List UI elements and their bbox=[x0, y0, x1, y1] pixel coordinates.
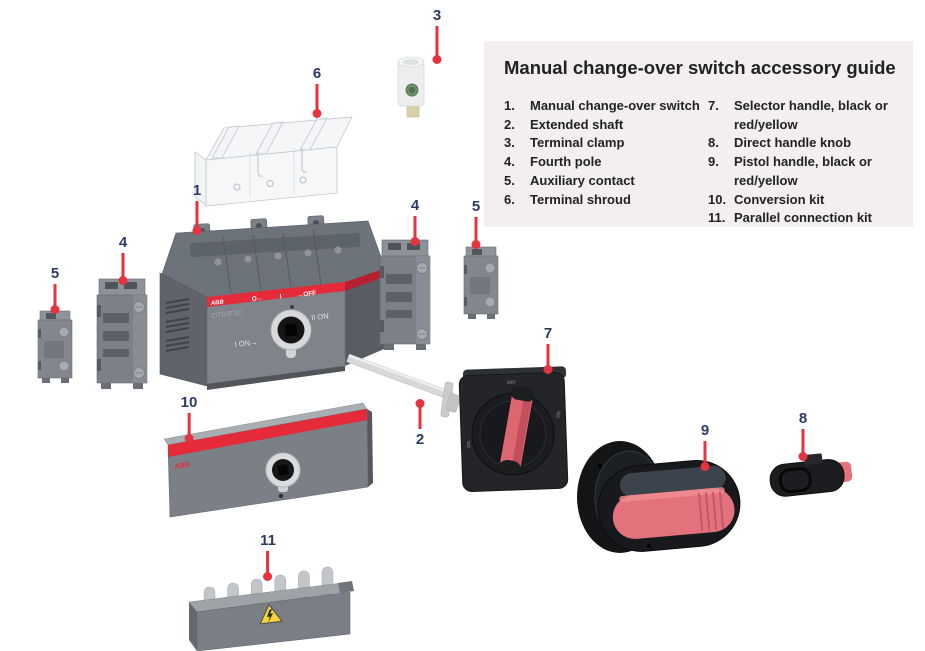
stripe-mark-i: I bbox=[279, 293, 282, 300]
legend-item-7: 7.Selector handle, black or red/yellow bbox=[708, 98, 888, 132]
callout-dot bbox=[543, 365, 553, 374]
callout-3: 3 bbox=[432, 8, 442, 64]
legend-item-1: 1.Manual change-over switch bbox=[504, 98, 700, 113]
legend-column-1: 1.Manual change-over switch 2.Extended s… bbox=[504, 97, 708, 228]
fourth-pole-right-part bbox=[379, 239, 431, 351]
callout-dot bbox=[700, 462, 710, 471]
callout-dot bbox=[415, 399, 425, 408]
legend-item-6: 6.Terminal shroud bbox=[504, 191, 631, 207]
legend-item-2: 2.Extended shaft bbox=[504, 116, 624, 132]
position-mark-i-on: I ON→ bbox=[234, 338, 258, 349]
legend-item-9: 9.Pistol handle, black or red/yellow bbox=[708, 154, 872, 188]
terminal-clamp-part bbox=[397, 56, 425, 118]
auxiliary-contact-left-part bbox=[37, 310, 73, 384]
pistol-handle-part bbox=[577, 441, 741, 553]
callout-9: 9 bbox=[700, 423, 710, 471]
selector-mark-on-right: ON bbox=[555, 410, 562, 418]
conversion-kit-part: ABB bbox=[163, 402, 373, 518]
legend-item-4: 4.Fourth pole bbox=[504, 154, 602, 170]
legend-panel: Manual change-over switch accessory guid… bbox=[484, 41, 913, 227]
callout-dot bbox=[312, 109, 322, 118]
legend-item-5: 5.Auxiliary contact bbox=[504, 172, 635, 188]
callout-dot bbox=[50, 305, 60, 314]
selector-handle-part: OFF ON ON bbox=[458, 366, 569, 492]
callout-dot bbox=[263, 572, 273, 581]
extended-shaft-part bbox=[346, 353, 462, 418]
callout-5-left: 5 bbox=[50, 266, 60, 314]
legend-title: Manual change-over switch accessory guid… bbox=[504, 57, 896, 78]
legend-item-3: 3.Terminal clamp bbox=[504, 135, 625, 151]
parallel-connection-kit-part bbox=[188, 566, 354, 651]
callout-6: 6 bbox=[312, 66, 322, 118]
warning-triangle-icon bbox=[259, 603, 283, 625]
callout-10: 10 bbox=[181, 395, 197, 443]
callout-dot bbox=[798, 452, 808, 461]
callout-8: 8 bbox=[798, 411, 808, 461]
stripe-mark-off: →OFF bbox=[296, 290, 316, 299]
callout-dot bbox=[471, 240, 481, 249]
callout-7: 7 bbox=[543, 326, 553, 374]
callout-dot bbox=[184, 434, 194, 443]
abb-logo-on-switch: ABB bbox=[210, 300, 225, 308]
selector-mark-on-left: ON bbox=[466, 441, 471, 448]
callout-5-right: 5 bbox=[471, 199, 481, 249]
switch-model-label: OT63F3C bbox=[211, 310, 242, 320]
position-mark-ii-on: ←II ON bbox=[303, 311, 329, 323]
legend-item-8: 8.Direct handle knob bbox=[708, 135, 852, 151]
callout-4-right: 4 bbox=[410, 198, 420, 246]
callout-dot bbox=[432, 55, 442, 64]
legend-item-11: 11.Parallel connection kit bbox=[708, 210, 872, 226]
callout-dot bbox=[118, 276, 128, 285]
auxiliary-contact-right-part bbox=[463, 246, 499, 320]
callout-2: 2 bbox=[415, 399, 425, 447]
selector-mark-off: OFF bbox=[507, 380, 516, 385]
manual-change-over-switch-part: ABB O← I →OFF OT63F3C I ON→ ←II ON bbox=[159, 215, 386, 390]
callout-1: 1 bbox=[192, 183, 202, 235]
callout-dot bbox=[192, 226, 202, 235]
legend-column-2: 7.Selector handle, black or red/yellow 8… bbox=[708, 97, 893, 228]
direct-handle-knob-part bbox=[769, 453, 853, 497]
fourth-pole-left-part bbox=[96, 278, 148, 390]
abb-logo-on-conversion-kit: ABB bbox=[173, 461, 190, 471]
callout-dot bbox=[410, 237, 420, 246]
callout-4-left: 4 bbox=[118, 235, 128, 285]
legend-item-10: 10.Conversion kit bbox=[708, 191, 825, 207]
terminal-shroud-part bbox=[194, 116, 353, 207]
stripe-mark-o: O← bbox=[251, 295, 263, 303]
callout-11: 11 bbox=[260, 533, 276, 581]
